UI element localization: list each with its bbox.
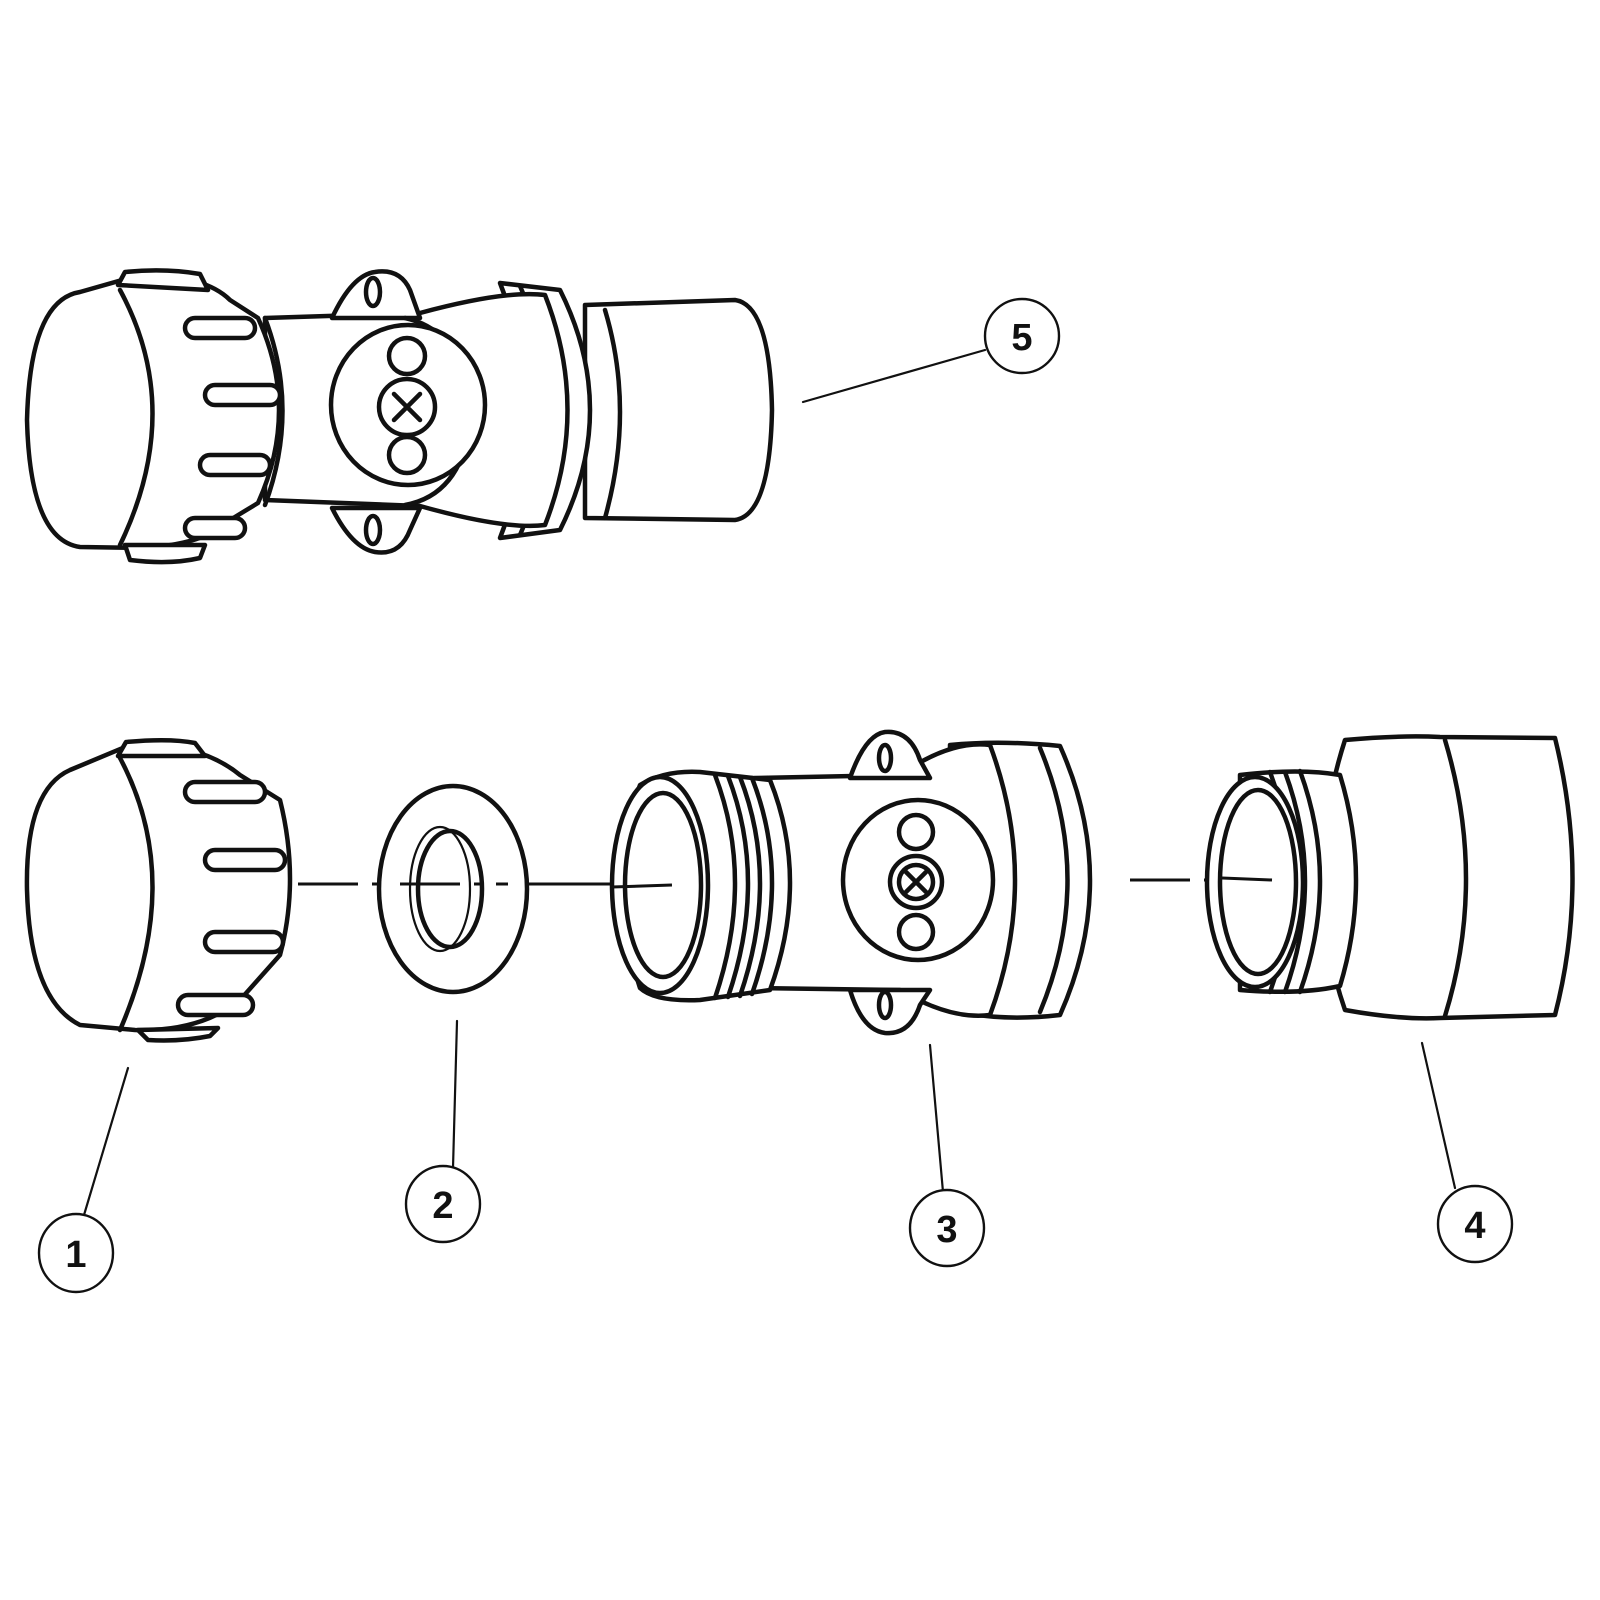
callout-5-circle: [983, 297, 1061, 375]
callout-3-label: 3: [936, 1209, 958, 1251]
part-4-threaded-coupling: [1204, 734, 1575, 1021]
callout-2-label: 2: [432, 1185, 454, 1227]
callout-4-leader: [1420, 1041, 1457, 1190]
callout-1-leader: [82, 1066, 130, 1217]
callout-4-circle: [1436, 1184, 1514, 1264]
callout-4-label: 4: [1464, 1205, 1486, 1247]
assembled-valve: [24, 268, 775, 565]
callout-1-circle: [37, 1212, 115, 1294]
callout-3-leader: [928, 1043, 945, 1194]
callout-3-circle: [908, 1188, 986, 1268]
callouts: [37, 297, 1514, 1294]
part-2-washer: [376, 783, 530, 995]
callout-2-leader: [451, 1019, 459, 1170]
part-3-valve-body: [609, 729, 1093, 1036]
callout-5-leader: [801, 348, 987, 404]
callout-2-circle: [404, 1164, 482, 1244]
part-1-cap-nut: [24, 737, 293, 1043]
callout-5-label: 5: [1011, 317, 1033, 359]
callout-1-label: 1: [65, 1234, 87, 1276]
